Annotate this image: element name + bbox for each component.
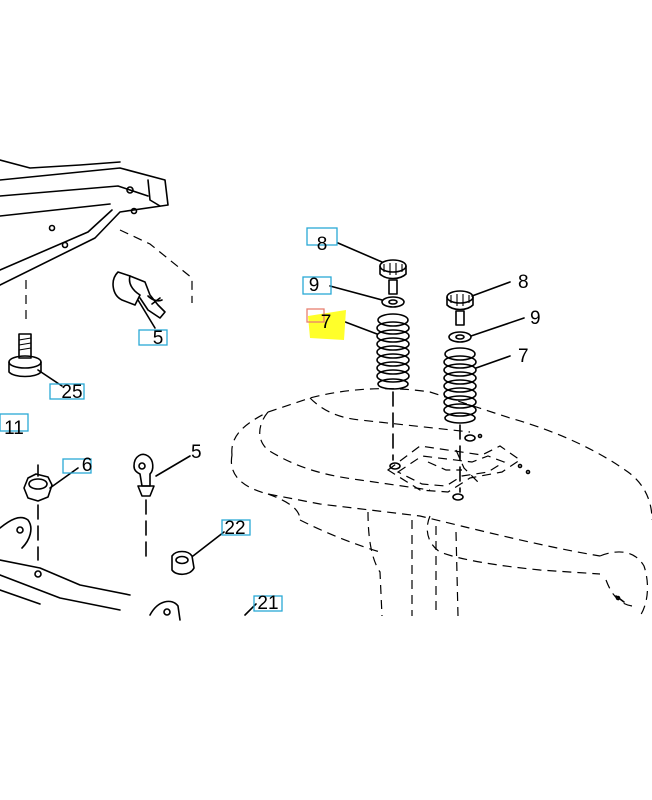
callout-label: 5 xyxy=(153,328,164,349)
callout-8-upper[interactable]: 8 xyxy=(306,227,338,255)
flange-bolt-25 xyxy=(8,333,42,378)
bracket-21 xyxy=(149,600,181,621)
callout-box xyxy=(302,276,332,295)
washer-9-right xyxy=(448,331,472,343)
hex-nut-6 xyxy=(23,464,53,561)
callout-label: 11 xyxy=(4,418,24,439)
callout-label: 8 xyxy=(317,234,328,255)
callout-7-right[interactable]: 7 xyxy=(518,346,529,367)
washer-9-left xyxy=(381,296,405,308)
spring-7-right xyxy=(443,347,477,424)
callout-box xyxy=(0,413,29,432)
callout-box xyxy=(221,519,251,536)
callout-label: 9 xyxy=(309,275,320,296)
callout-22[interactable]: 22 xyxy=(221,518,251,539)
callout-9-upper[interactable]: 9 xyxy=(302,275,332,296)
callout-box xyxy=(253,595,283,612)
callout-label: 7 xyxy=(321,312,332,333)
callout-box xyxy=(49,383,85,400)
callout-label: 6 xyxy=(82,455,93,476)
callout-box xyxy=(62,458,92,474)
callout-5-lower[interactable]: 5 xyxy=(191,442,202,463)
leader-lines xyxy=(37,242,525,616)
callout-8-right[interactable]: 8 xyxy=(518,272,529,293)
callout-11[interactable]: 11 xyxy=(0,413,29,439)
callout-box xyxy=(306,227,338,246)
callout-21[interactable]: 21 xyxy=(253,593,283,614)
nut-22 xyxy=(171,550,195,576)
upper-frame-assembly xyxy=(0,159,169,286)
callout-label: 21 xyxy=(257,593,278,614)
callout-label: 22 xyxy=(224,518,245,539)
seat-pan xyxy=(230,388,652,617)
callout-label: 25 xyxy=(61,382,82,403)
callout-box xyxy=(138,329,168,346)
callout-5-upper[interactable]: 5 xyxy=(138,328,168,349)
callout-25[interactable]: 25 xyxy=(49,382,85,403)
spring-7-left xyxy=(376,313,410,390)
callout-box xyxy=(306,308,325,323)
callout-6[interactable]: 6 xyxy=(62,455,93,476)
cable-clip-lower xyxy=(133,453,155,561)
frame-dash-right xyxy=(119,229,193,303)
lower-left-frame xyxy=(0,516,131,611)
cable-clip-upper xyxy=(112,271,166,319)
callout-7-selected[interactable]: 7 xyxy=(306,308,346,340)
knob-8-right xyxy=(446,290,474,326)
knob-8-left xyxy=(379,259,407,295)
callout-9-right[interactable]: 9 xyxy=(530,308,541,329)
highlight-mark xyxy=(308,310,346,340)
